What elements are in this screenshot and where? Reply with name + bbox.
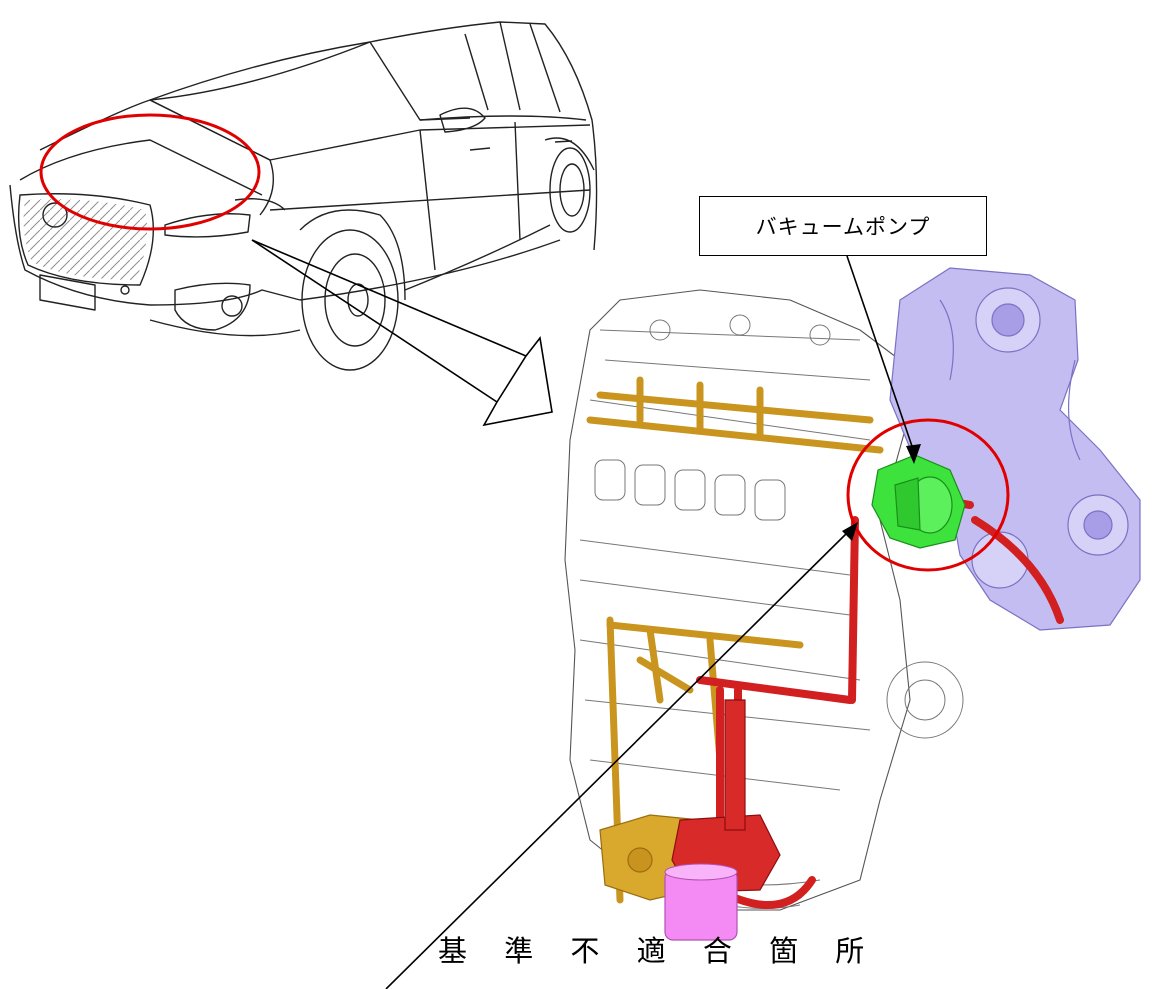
- nonconformance-arrowhead: [842, 522, 858, 541]
- nonconformance-caption: 基 準 不 適 合 箇 所: [438, 934, 879, 968]
- vacuum-pump-highlight-ring: [846, 418, 1010, 572]
- oil-filter: [664, 863, 738, 941]
- turbo-assembly: [889, 267, 1141, 631]
- callout-arrowhead: [906, 444, 921, 464]
- vacuum-pump-callout-box: バキュームポンプ: [699, 196, 987, 256]
- callout-leader-line: [846, 255, 915, 453]
- engine-illustration: [564, 267, 1141, 941]
- hood-highlight-ring: [39, 113, 261, 231]
- nonconformance-leader-line: [385, 529, 851, 989]
- car-to-engine-leader-line-lower: [251, 239, 498, 403]
- vacuum-pump-label: バキュームポンプ: [755, 215, 931, 239]
- vacuum-pump: [871, 454, 966, 549]
- car-grille: [23, 199, 148, 280]
- car-to-engine-leader-line-upper: [251, 239, 527, 357]
- oil-passages-gold: [586, 376, 884, 904]
- car-illustration: [9, 21, 598, 371]
- big-outline-arrow: [482, 336, 553, 427]
